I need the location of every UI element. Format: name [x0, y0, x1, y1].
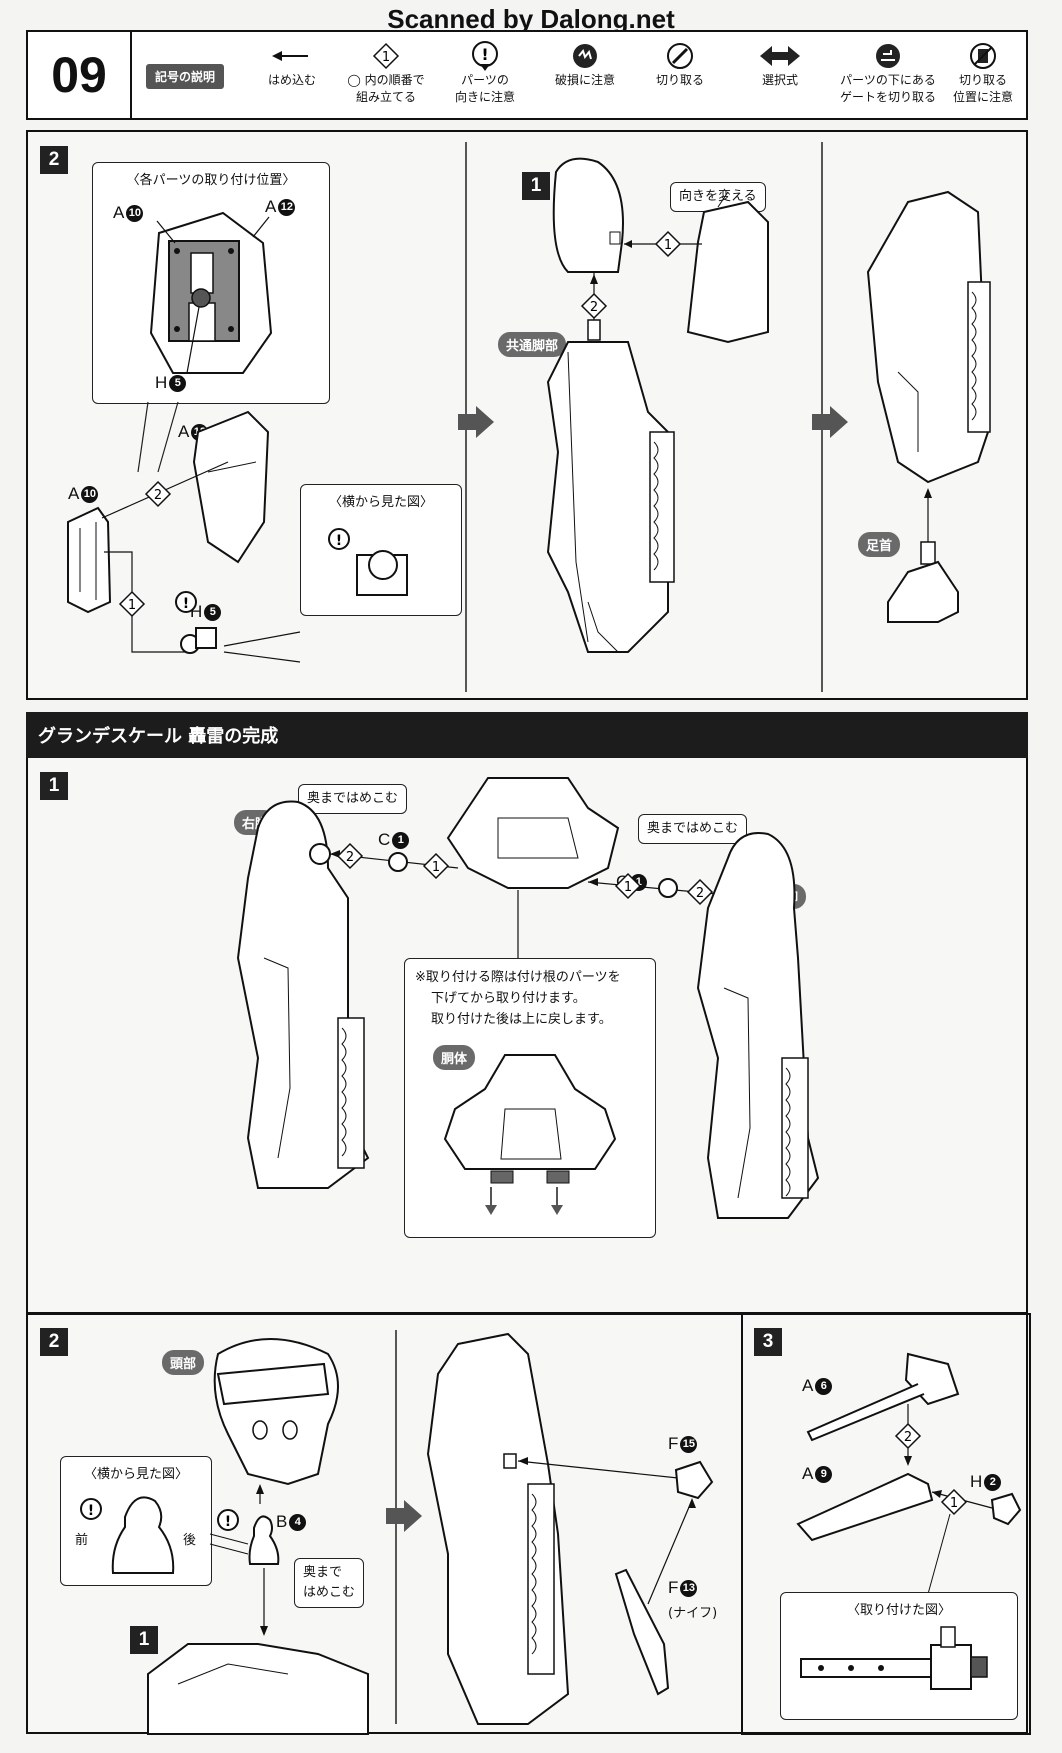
legend-item-cut: 切り取る: [640, 40, 720, 89]
attached-weapon-drawing: [800, 1626, 988, 1690]
side-view-drawing: !: [328, 528, 408, 596]
torso-tag: 胴体: [433, 1045, 476, 1070]
svg-text:!: !: [225, 1514, 231, 1530]
complete-step-1-box: 1: [40, 772, 68, 800]
note-line-2: 下げてから取り付けます。: [431, 991, 586, 1006]
front-label: 前: [75, 1533, 89, 1548]
legend-item-breakage: 破損に注意: [540, 40, 630, 89]
svg-text:2: 2: [346, 850, 354, 865]
head-side-view-title: 〈横から見た図〉: [83, 1467, 188, 1482]
step-2-box: 2: [40, 146, 68, 174]
weapon-assembly-drawing: 2 1: [796, 1352, 1022, 1595]
step-1-box: 1: [522, 172, 550, 200]
note-line-1: ※取り付ける際は付け根のパーツを: [415, 970, 621, 985]
step-3-box: 3: [754, 1328, 782, 1356]
order-circle-icon: 1: [336, 40, 436, 72]
svg-text:2: 2: [154, 488, 162, 503]
svg-text:!: !: [183, 596, 189, 612]
leg-assembly-drawing: 1 2: [458, 157, 991, 653]
breakage-warning-icon: [540, 40, 630, 72]
svg-text:1: 1: [128, 598, 136, 613]
svg-text:1: 1: [382, 50, 390, 65]
completion-panel: 1 右脚 左脚 奥まではめこむ 奥まではめこむ C1 C1 2 1 1 2: [26, 758, 1028, 1314]
shield-assembly-drawing: [149, 211, 273, 374]
svg-text:2: 2: [590, 300, 598, 315]
symbol-legend: 09 記号の説明 はめ込む 1 ◯ 内の順番で 組み立てる ! パーツの 向きに…: [26, 30, 1028, 120]
watermark: Scanned by Dalong.net: [387, 4, 675, 34]
head-and-knife-drawing: !: [147, 1332, 714, 1735]
svg-text:1: 1: [664, 238, 672, 253]
common-leg-tag: 共通脚部: [498, 332, 567, 357]
step-number: 09: [28, 32, 132, 118]
bottom-sub-step-1-box: 1: [130, 1626, 158, 1654]
attached-view-callout: 〈取り付けた図〉: [780, 1592, 1018, 1720]
legend-item-order: 1 ◯ 内の順番で 組み立てる: [336, 40, 436, 106]
cut-position-icon: [938, 40, 1028, 72]
legend-item-press: はめ込む: [252, 40, 332, 89]
press-in-callout-right: 奥まではめこむ: [298, 784, 408, 814]
legend-item-select: 選択式: [740, 40, 820, 89]
svg-text:2: 2: [696, 886, 704, 901]
bottom-step-2-box: 2: [40, 1328, 68, 1356]
press-in-callout-head: 奥まで はめこむ: [294, 1558, 365, 1608]
legend-item-cut-position: 切り取る 位置に注意: [938, 40, 1028, 106]
svg-text:1: 1: [432, 860, 440, 875]
arrow-left-icon: [252, 40, 332, 72]
side-view-callout: 〈横から見た図〉 !: [300, 484, 462, 616]
svg-text:!: !: [481, 45, 488, 64]
cut-icon: [640, 40, 720, 72]
press-in-callout-left: 奥まではめこむ: [638, 814, 748, 844]
cut-under-gate-icon: [828, 40, 948, 72]
step2-parts-drawing: 2 1 !: [67, 401, 301, 663]
ankle-tag: 足首: [858, 532, 901, 557]
top-panel: 2 〈各パーツの取り付け位置〉 A10 A12 H5 A12 A10 H5: [26, 130, 1028, 700]
knife-label: (ナイフ): [668, 1606, 718, 1621]
orientation-warning-icon: !: [440, 40, 530, 72]
svg-text:1: 1: [624, 880, 632, 895]
legend-badge: 記号の説明: [146, 64, 225, 89]
svg-text:!: !: [88, 1503, 94, 1519]
attach-note-callout: ※取り付ける際は付け根のパーツを 下げてから取り付けます。 取り付けた後は上に戻…: [404, 958, 656, 1238]
completion-drawing: 2 1 1 2: [236, 777, 820, 1219]
section-header: グランデスケール 轟雷の完成: [26, 712, 1028, 758]
svg-text:2: 2: [904, 1430, 912, 1445]
note-line-3: 取り付けた後は上に戻します。: [431, 1012, 612, 1027]
neck-joint-side-drawing: !: [80, 1496, 175, 1574]
head-side-view-callout: 〈横から見た図〉 前 後 !: [60, 1456, 212, 1586]
legend-item-orientation: ! パーツの 向きに注意: [440, 40, 530, 106]
side-view-title: 〈横から見た図〉: [328, 495, 433, 510]
positions-title: 〈各パーツの取り付け位置〉: [126, 173, 296, 188]
torso-drawing: [443, 1054, 617, 1215]
back-label: 後: [183, 1533, 197, 1548]
head-tag: 頭部: [162, 1350, 205, 1375]
legend-item-cut-gate: パーツの下にある ゲートを切り取る: [828, 40, 948, 106]
svg-text:!: !: [336, 533, 342, 549]
attached-view-title: 〈取り付けた図〉: [846, 1603, 951, 1618]
double-arrow-icon: [740, 40, 820, 72]
svg-text:1: 1: [950, 1496, 958, 1511]
